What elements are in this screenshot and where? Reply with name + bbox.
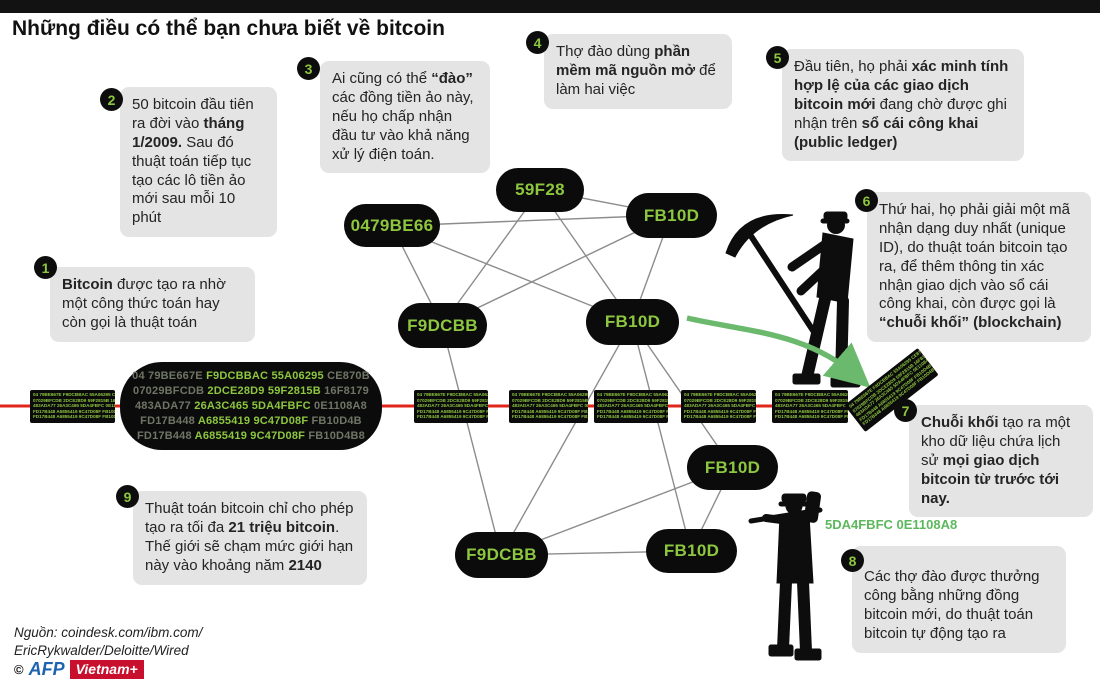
green-curved-arrow bbox=[686, 315, 871, 388]
mini-hash-lines: 04 79BE667E F9DCBBAC 55A06295 CE870B0702… bbox=[597, 392, 668, 420]
mini-hash-lines: 04 79BE667E F9DCBBAC 55A06295 CE870B0702… bbox=[775, 392, 848, 420]
callout-text: Đầu tiên, họ phải xác minh tính hợp lệ c… bbox=[794, 58, 1009, 151]
node-hash: FB10D bbox=[626, 193, 717, 238]
node-hash: F9DCBB bbox=[398, 303, 487, 348]
step-badge-5: 5 bbox=[766, 46, 789, 69]
node-hash: F9DCBB bbox=[455, 532, 548, 578]
network-edges bbox=[391, 189, 733, 556]
callout-box-8: Các thợ đào được thưởng công bằng những … bbox=[852, 546, 1066, 653]
callout-box-3: Ai cũng có thể “đào” các đồng tiền ảo nà… bbox=[320, 61, 490, 174]
callout-text: Ai cũng có thể “đào” các đồng tiền ảo nà… bbox=[332, 70, 474, 163]
publisher-logos: © AFP Vietnam+ bbox=[14, 659, 144, 680]
mini-hash-lines: 04 79BE667E F9DCBBAC 55A06295 CE870B0702… bbox=[417, 392, 488, 420]
hash-line: 483ADA77 26A3C465 5DA4FBFC 0E1108A8 bbox=[134, 399, 368, 412]
node-hash: FB10D bbox=[646, 529, 737, 573]
callout-box-4: Thợ đào dùng phần mềm mã nguồn mở để làm… bbox=[544, 34, 732, 109]
afp-logo: AFP bbox=[28, 659, 65, 679]
callout-box-1: Bitcoin được tạo ra nhờ một công thức to… bbox=[50, 267, 255, 342]
hash-line: 07029BFCDB 2DCE28D9 59F2815B 16F8179 bbox=[133, 384, 369, 397]
source-line-1: Nguồn: coindesk.com/ibm.com/ bbox=[14, 625, 203, 640]
step-badge-6: 6 bbox=[855, 189, 878, 212]
callout-text: Thứ hai, họ phải giải một mã nhận dạng d… bbox=[879, 201, 1070, 332]
callout-box-9: Thuật toán bitcoin chỉ cho phép tạo ra t… bbox=[133, 491, 367, 585]
callout-box-2: 50 bitcoin đầu tiên ra đời vào tháng 1/2… bbox=[120, 87, 277, 238]
node-hash: FB10D bbox=[586, 299, 679, 345]
chain-block: 04 79BE667E F9DCBBAC 55A06295 CE870B0702… bbox=[681, 390, 756, 423]
callout-text: Chuỗi khối tạo ra một kho dữ liệu chứa l… bbox=[921, 414, 1071, 507]
copyright-symbol: © bbox=[14, 662, 24, 677]
chain-block: 04 79BE667E F9DCBBAC 55A06295 CE870B0702… bbox=[414, 390, 488, 423]
step-badge-8: 8 bbox=[841, 549, 864, 572]
chain-block: 04 79BE667E F9DCBBAC 55A06295 CE870B0702… bbox=[30, 390, 115, 423]
miner-silhouette-bottom bbox=[748, 491, 823, 661]
hash-line: 04 79BE667E F9DCBBAC 55A06295 CE870B bbox=[132, 369, 370, 382]
source-line-2: EricRykwalder/Deloitte/Wired bbox=[14, 642, 189, 658]
callout-box-7: Chuỗi khối tạo ra một kho dữ liệu chứa l… bbox=[909, 405, 1093, 518]
step-badge-7: 7 bbox=[894, 399, 917, 422]
step-badge-9: 9 bbox=[116, 485, 139, 508]
node-hash: FB10D bbox=[687, 445, 778, 490]
callout-box-6: Thứ hai, họ phải giải một mã nhận dạng d… bbox=[867, 192, 1091, 343]
chain-block: 04 79BE667E F9DCBBAC 55A06295 CE870B0702… bbox=[772, 390, 848, 423]
page-title: Những điều có thể bạn chưa biết về bitco… bbox=[12, 17, 445, 40]
hash-line: FD17B448 A6855419 9C47D08F FB10D4B bbox=[140, 414, 362, 427]
callout-text: Thuật toán bitcoin chỉ cho phép tạo ra t… bbox=[145, 500, 354, 574]
step-badge-2: 2 bbox=[100, 88, 123, 111]
callout-text: Thợ đào dùng phần mềm mã nguồn mở để làm… bbox=[556, 43, 716, 98]
vietnamplus-logo: Vietnam+ bbox=[69, 660, 144, 679]
source-credit: Nguồn: coindesk.com/ibm.com/ EricRykwald… bbox=[14, 624, 202, 659]
node-hash: 59F28 bbox=[496, 168, 584, 212]
step-badge-4: 4 bbox=[526, 31, 549, 54]
callout-text: Bitcoin được tạo ra nhờ một công thức to… bbox=[62, 276, 226, 331]
mini-hash-lines: 04 79BE667E F9DCBBAC 55A06295 CE870B0702… bbox=[684, 392, 756, 420]
callout-text: 50 bitcoin đầu tiên ra đời vào tháng 1/2… bbox=[132, 96, 254, 227]
step-badge-1: 1 bbox=[34, 256, 57, 279]
chain-block: 04 79BE667E F9DCBBAC 55A06295 CE870B0702… bbox=[509, 390, 588, 423]
node-hash: 0479BE66 bbox=[344, 204, 440, 247]
callout-text: Các thợ đào được thưởng công bằng những … bbox=[864, 568, 1040, 642]
mini-hash-lines: 04 79BE667E F9DCBBAC 55A06295 CE870B0702… bbox=[33, 392, 115, 420]
ledger-big-block: 04 79BE667E F9DCBBAC 55A06295 CE870B 070… bbox=[120, 362, 382, 450]
hash-line: FD17B448 A6855419 9C47D08F FB10D4B8 bbox=[137, 429, 365, 442]
callout-box-5: Đầu tiên, họ phải xác minh tính hợp lệ c… bbox=[782, 49, 1024, 162]
mini-hash-lines: 04 79BE667E F9DCBBAC 55A06295 CE870B0702… bbox=[512, 392, 588, 420]
top-black-bar bbox=[0, 0, 1100, 13]
reward-hash-label: 5DA4FBFC 0E1108A8 bbox=[825, 517, 958, 532]
chain-block: 04 79BE667E F9DCBBAC 55A06295 CE870B0702… bbox=[594, 390, 668, 423]
step-badge-3: 3 bbox=[297, 57, 320, 80]
